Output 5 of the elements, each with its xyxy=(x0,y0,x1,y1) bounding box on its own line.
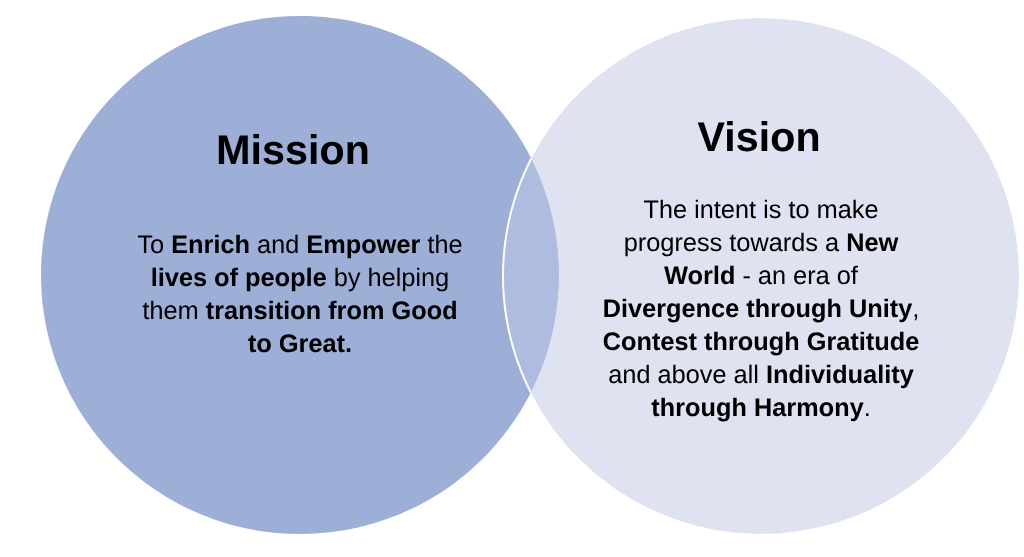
body-text: The intent is to make progress towards a New World - an era of Divergence through Unity, Contest through Gratitude and above all Individuality through Harmony. xyxy=(603,199,919,422)
heading: Mission xyxy=(218,134,368,165)
circle xyxy=(41,16,559,534)
heading: Vision xyxy=(697,121,819,152)
body-text: To Enrich and Empower the lives of people by helping them transition from Good to Great. xyxy=(137,234,462,353)
